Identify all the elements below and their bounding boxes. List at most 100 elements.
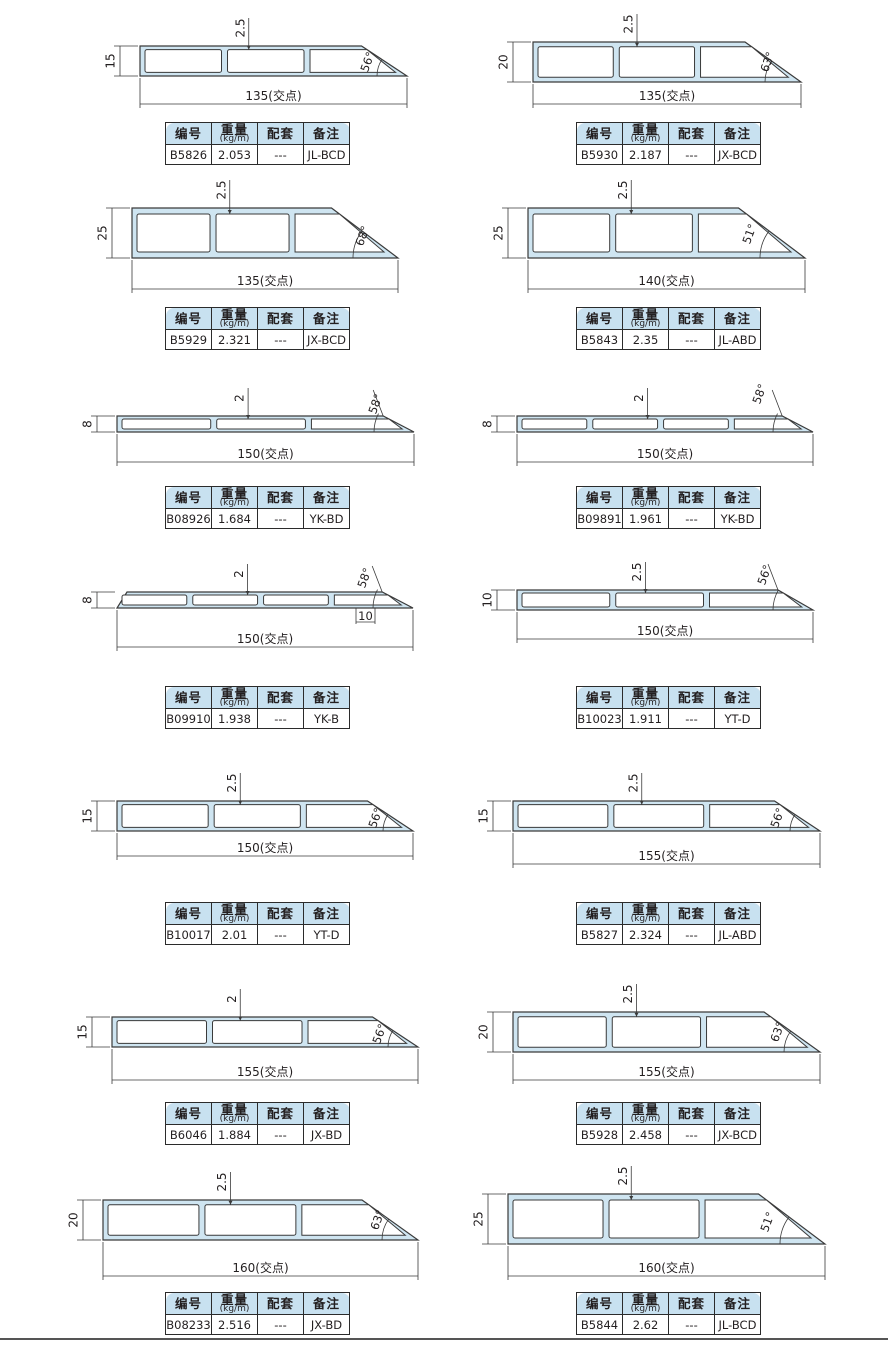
length-label: 155(交点) — [638, 848, 694, 863]
profile-void — [709, 592, 804, 608]
cell-note: JL-BCD — [303, 144, 350, 165]
wall-thickness-label: 2.5 — [616, 180, 630, 199]
header-note: 备注 — [303, 1292, 350, 1315]
length-label: 155(交点) — [638, 1064, 694, 1079]
cell-match: --- — [668, 924, 715, 945]
header-note: 备注 — [303, 122, 350, 145]
length-label: 155(交点) — [237, 1064, 293, 1079]
length-label: 140(交点) — [638, 273, 694, 288]
angle-arc — [779, 1216, 790, 1245]
length-label: 150(交点) — [637, 446, 693, 461]
profile-void — [213, 804, 301, 828]
cell-weight: 1.961 — [622, 508, 669, 529]
header-weight-label: 重量 — [220, 1102, 248, 1117]
arrow-icon — [645, 415, 650, 419]
header-weight-label: 重量 — [220, 686, 248, 701]
cell-match: --- — [668, 329, 715, 350]
header-weight: 重量(kg/m) — [622, 686, 669, 709]
header-weight-label: 重量 — [631, 1292, 659, 1307]
cell-note: JX-BCD — [714, 1124, 761, 1145]
angle-arc — [372, 589, 378, 609]
cell-weight: 2.35 — [622, 329, 669, 350]
profile-void — [517, 1016, 607, 1048]
arrow-icon — [643, 589, 648, 593]
cell-match: --- — [668, 1124, 715, 1145]
profile-void — [615, 213, 693, 253]
height-label: 25 — [472, 1211, 486, 1226]
header-weight-label: 重量 — [631, 307, 659, 322]
cell-note: JX-BD — [303, 1314, 350, 1335]
header-weight: 重量(kg/m) — [622, 902, 669, 925]
cell-code: B5929 — [165, 329, 212, 350]
header-code: 编号 — [576, 1292, 623, 1315]
profile-void — [615, 592, 704, 608]
wall-thickness-label: 2.5 — [214, 180, 228, 199]
cell-note: JL-ABD — [714, 924, 761, 945]
profile-drawing-B5826: 152.556°135(交点) — [104, 18, 409, 108]
profile-void — [294, 213, 386, 253]
profile-void — [227, 49, 305, 73]
header-weight-unit: (kg/m) — [630, 1113, 661, 1124]
cell-code: B08926 — [165, 508, 212, 529]
header-weight: 重量(kg/m) — [211, 122, 258, 145]
height-label: 10 — [481, 592, 495, 607]
wall-thickness-label: 2 — [232, 570, 246, 578]
cell-weight: 2.01 — [211, 924, 258, 945]
arrow-icon — [635, 42, 639, 47]
angle-label: 51° — [739, 222, 759, 246]
header-weight-label: 重量 — [631, 1102, 659, 1117]
angle-arc — [376, 59, 383, 77]
profile-void — [517, 804, 609, 828]
header-code: 编号 — [165, 686, 212, 709]
header-match: 配套 — [668, 686, 715, 709]
extra-dimension-label: 10 — [358, 609, 373, 623]
profile-void — [212, 1020, 303, 1044]
header-note: 备注 — [303, 902, 350, 925]
length-label: 135(交点) — [237, 273, 293, 288]
header-weight: 重量(kg/m) — [622, 1102, 669, 1125]
header-match: 配套 — [257, 902, 304, 925]
header-match: 配套 — [668, 122, 715, 145]
profile-void — [512, 1199, 604, 1239]
header-weight: 重量(kg/m) — [211, 486, 258, 509]
length-label: 150(交点) — [237, 840, 293, 855]
profile-void — [121, 418, 212, 430]
cell-weight: 2.324 — [622, 924, 669, 945]
profile-void — [301, 1204, 407, 1236]
arrow-icon — [246, 415, 251, 419]
angle-arc — [382, 814, 389, 832]
cell-match: --- — [257, 329, 304, 350]
profile-void — [305, 804, 403, 828]
cell-match: --- — [257, 924, 304, 945]
height-label: 8 — [481, 420, 495, 428]
length-label: 160(交点) — [638, 1260, 694, 1275]
angle-extension-line — [771, 389, 783, 417]
height-label: 15 — [76, 1024, 90, 1039]
height-label: 20 — [497, 54, 511, 69]
header-code: 编号 — [576, 486, 623, 509]
angle-label: 63° — [367, 1208, 387, 1232]
profile-void — [608, 1199, 700, 1239]
length-label: 135(交点) — [245, 88, 301, 103]
profile-void — [700, 46, 790, 78]
header-weight-label: 重量 — [220, 307, 248, 322]
angle-extension-line — [371, 565, 383, 593]
header-code: 编号 — [576, 1102, 623, 1125]
wall-thickness-label: 2 — [233, 394, 247, 402]
height-label: 15 — [104, 53, 118, 68]
header-weight: 重量(kg/m) — [211, 686, 258, 709]
arrow-icon — [227, 210, 232, 214]
header-code: 编号 — [165, 307, 212, 330]
profile-void — [309, 49, 397, 73]
cell-note: JL-BCD — [714, 1314, 761, 1335]
cell-note: JX-BCD — [303, 329, 350, 350]
